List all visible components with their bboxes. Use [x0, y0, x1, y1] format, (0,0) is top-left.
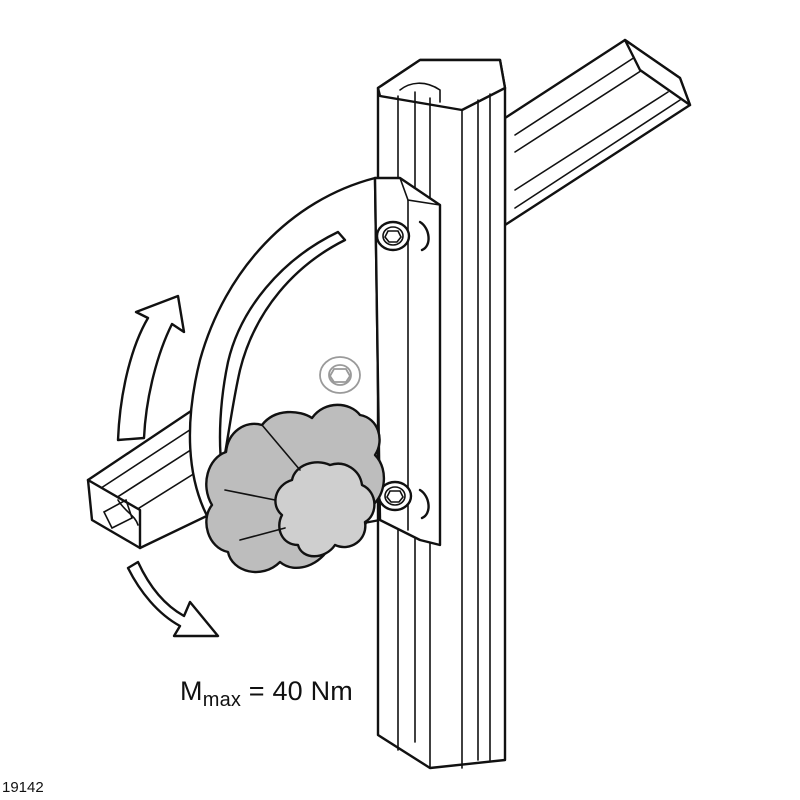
curved-arrow-up-icon — [118, 296, 184, 440]
screw-middle — [320, 357, 360, 393]
screw-top — [377, 222, 409, 250]
torque-symbol: M — [180, 676, 203, 706]
torque-subscript: max — [203, 689, 241, 711]
drawing-number: 19142 — [2, 779, 44, 796]
curved-arrow-down-icon — [128, 562, 218, 636]
max-torque-label: Mmax = 40 Nm — [180, 676, 353, 712]
diagonal-profile-back — [505, 40, 690, 225]
torque-value: = 40 Nm — [241, 676, 353, 706]
